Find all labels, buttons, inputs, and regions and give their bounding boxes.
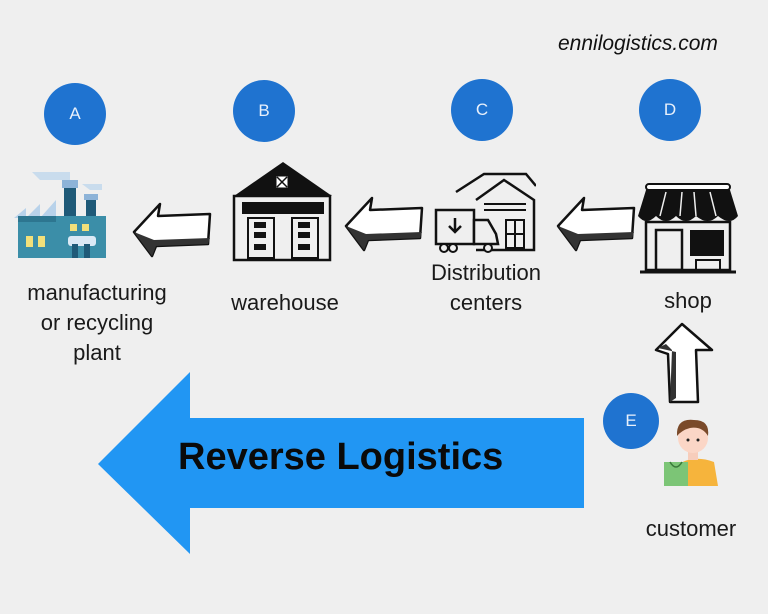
label-line: manufacturing	[27, 280, 167, 305]
label-line: plant	[73, 340, 121, 365]
diagram-title: Reverse Logistics	[178, 436, 504, 478]
reverse-logistics-arrow	[98, 372, 584, 554]
label-line: warehouse	[231, 290, 339, 315]
stage-label-b: warehouse	[212, 288, 358, 318]
label-line: or recycling	[40, 310, 154, 335]
stage-badge-c: C	[451, 79, 513, 141]
stage-badge-e: E	[603, 393, 659, 449]
sketch-arrow-left-icon	[556, 196, 636, 252]
label-line: customer	[645, 516, 737, 541]
distribution-center-icon	[434, 172, 536, 253]
label-line: centers	[449, 290, 523, 315]
stage-label-c: Distribution centers	[406, 258, 566, 318]
stage-label-a: manufacturing or recycling plant	[4, 278, 190, 368]
warehouse-icon	[232, 162, 332, 262]
sketch-arrow-left-icon	[132, 202, 212, 258]
brand-watermark: ennilogistics.com	[558, 32, 718, 55]
customer-icon	[664, 419, 718, 486]
stage-badge-a: A	[44, 83, 106, 145]
factory-icon	[14, 172, 106, 258]
sketch-arrow-up-icon	[654, 322, 714, 404]
label-line: shop	[664, 288, 712, 313]
sketch-arrow-left-icon	[344, 196, 424, 252]
stage-badge-d: D	[639, 79, 701, 141]
label-line: Distribution	[430, 260, 542, 285]
stage-label-d: shop	[636, 286, 740, 316]
stage-label-e: customer	[626, 514, 756, 544]
stage-badge-b: B	[233, 80, 295, 142]
shop-icon	[638, 183, 738, 274]
